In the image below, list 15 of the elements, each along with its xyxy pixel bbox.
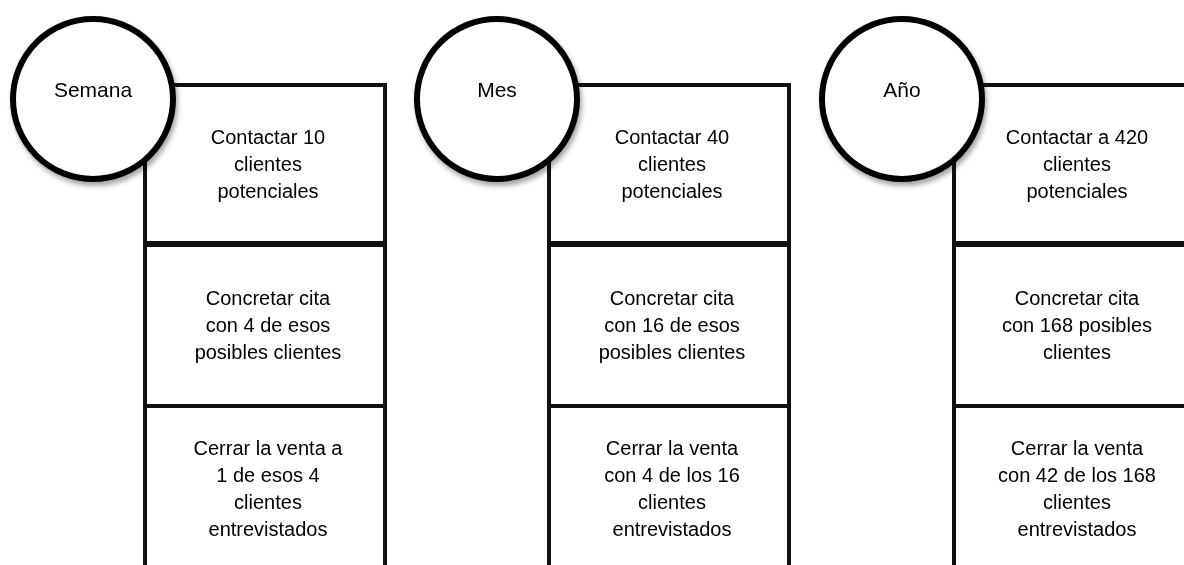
goal-text: Contactar a 420 clientes potenciales [1004, 124, 1150, 204]
goal-text: Contactar 10 clientes potenciales [209, 124, 327, 204]
goal-text: Concretar cita con 4 de esos posibles clientes [193, 286, 343, 365]
goal-text: Concretar cita con 16 de esos posibles clientes [597, 286, 747, 365]
period-label: Mes [477, 78, 517, 102]
goal-box [143, 83, 387, 245]
goal-text: Concretar cita con 168 posibles clientes [1000, 286, 1154, 365]
period-label: Semana [53, 78, 133, 102]
goal-text: Contactar 40 clientes potenciales [613, 124, 731, 204]
goal-text: Cerrar la venta a 1 de esos 4 clientes entrevistados [192, 436, 344, 542]
goal-text: Cerrar la venta con 4 de los 16 clientes entrevistados [603, 436, 741, 542]
goal-box [952, 83, 1184, 245]
period-label: Año [883, 78, 921, 102]
goal-text: Cerrar la venta con 42 de los 168 clientes entrevistados [997, 436, 1157, 542]
goal-box [547, 83, 791, 245]
